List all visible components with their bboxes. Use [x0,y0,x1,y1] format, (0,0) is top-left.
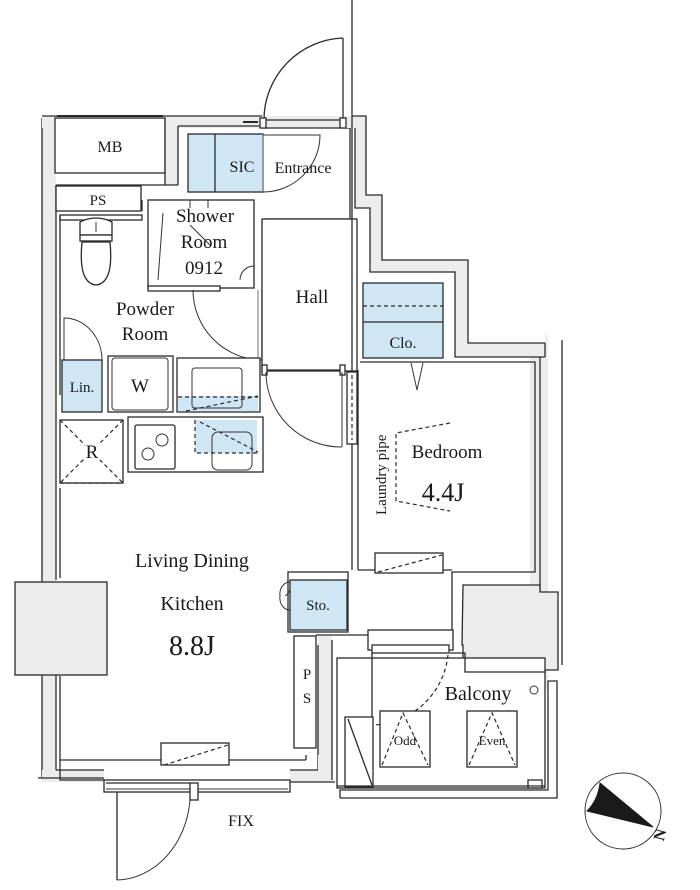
balcony-label: Balcony [445,683,512,705]
compass-north-label: N [651,827,671,843]
even-label: Even [479,733,506,748]
bottom-window: FIX [103,779,291,881]
linen-label: Lin. [70,380,95,396]
ps-bottom-label-2: S [303,691,311,707]
ps-bottom-label-1: P [303,667,311,683]
mb-room: MB [54,115,179,186]
storage: Sto. [279,571,349,633]
shower-room-label-2: Room [181,232,228,253]
ldk-label-2: Kitchen [160,593,223,615]
powder-room-label-2: Room [122,324,169,345]
shower-room-label-1: Shower [176,206,235,227]
laundry-pipe-label: Laundry pipe [374,434,390,515]
entrance-label: Entrance [275,160,332,177]
bedroom-label: Bedroom [412,442,483,463]
sic-closet: SIC [187,133,264,193]
ps-bottom: P S [293,634,370,781]
balcony: Odd Even Balcony [336,629,558,799]
hall: Hall [257,218,358,448]
mb-label: MB [98,139,123,156]
shower-room-label-3: 0912 [185,258,223,279]
ps-top-label: PS [90,193,107,209]
utility-fixtures: Lin. W R [59,317,264,484]
shower-room: Shower Room 0912 [147,199,255,292]
bedroom-size: 4.4J [422,478,465,507]
bedroom: Laundry pipe Bedroom 4.4J [346,0,536,630]
sic-label: SIC [230,159,255,176]
living-dining-kitchen: Living Dining Kitchen 8.8J [59,488,249,766]
toilet [59,214,143,395]
ldk-label-1: Living Dining [135,550,249,572]
fix-label: FIX [228,813,254,830]
closet: Clo. [362,282,444,391]
closet-label: Clo. [389,335,416,352]
refrigerator-label: R [86,442,99,463]
odd-label: Odd [394,733,417,748]
entrance-area: Entrance [262,128,351,220]
compass-icon: N [584,772,671,850]
hall-label: Hall [296,287,329,308]
washer-label: W [131,376,149,397]
powder-room-label-1: Powder [116,299,175,320]
entrance-door [243,37,347,129]
ps-top: PS [55,185,142,212]
ldk-size: 8.8J [169,631,215,662]
storage-label: Sto. [306,598,330,614]
